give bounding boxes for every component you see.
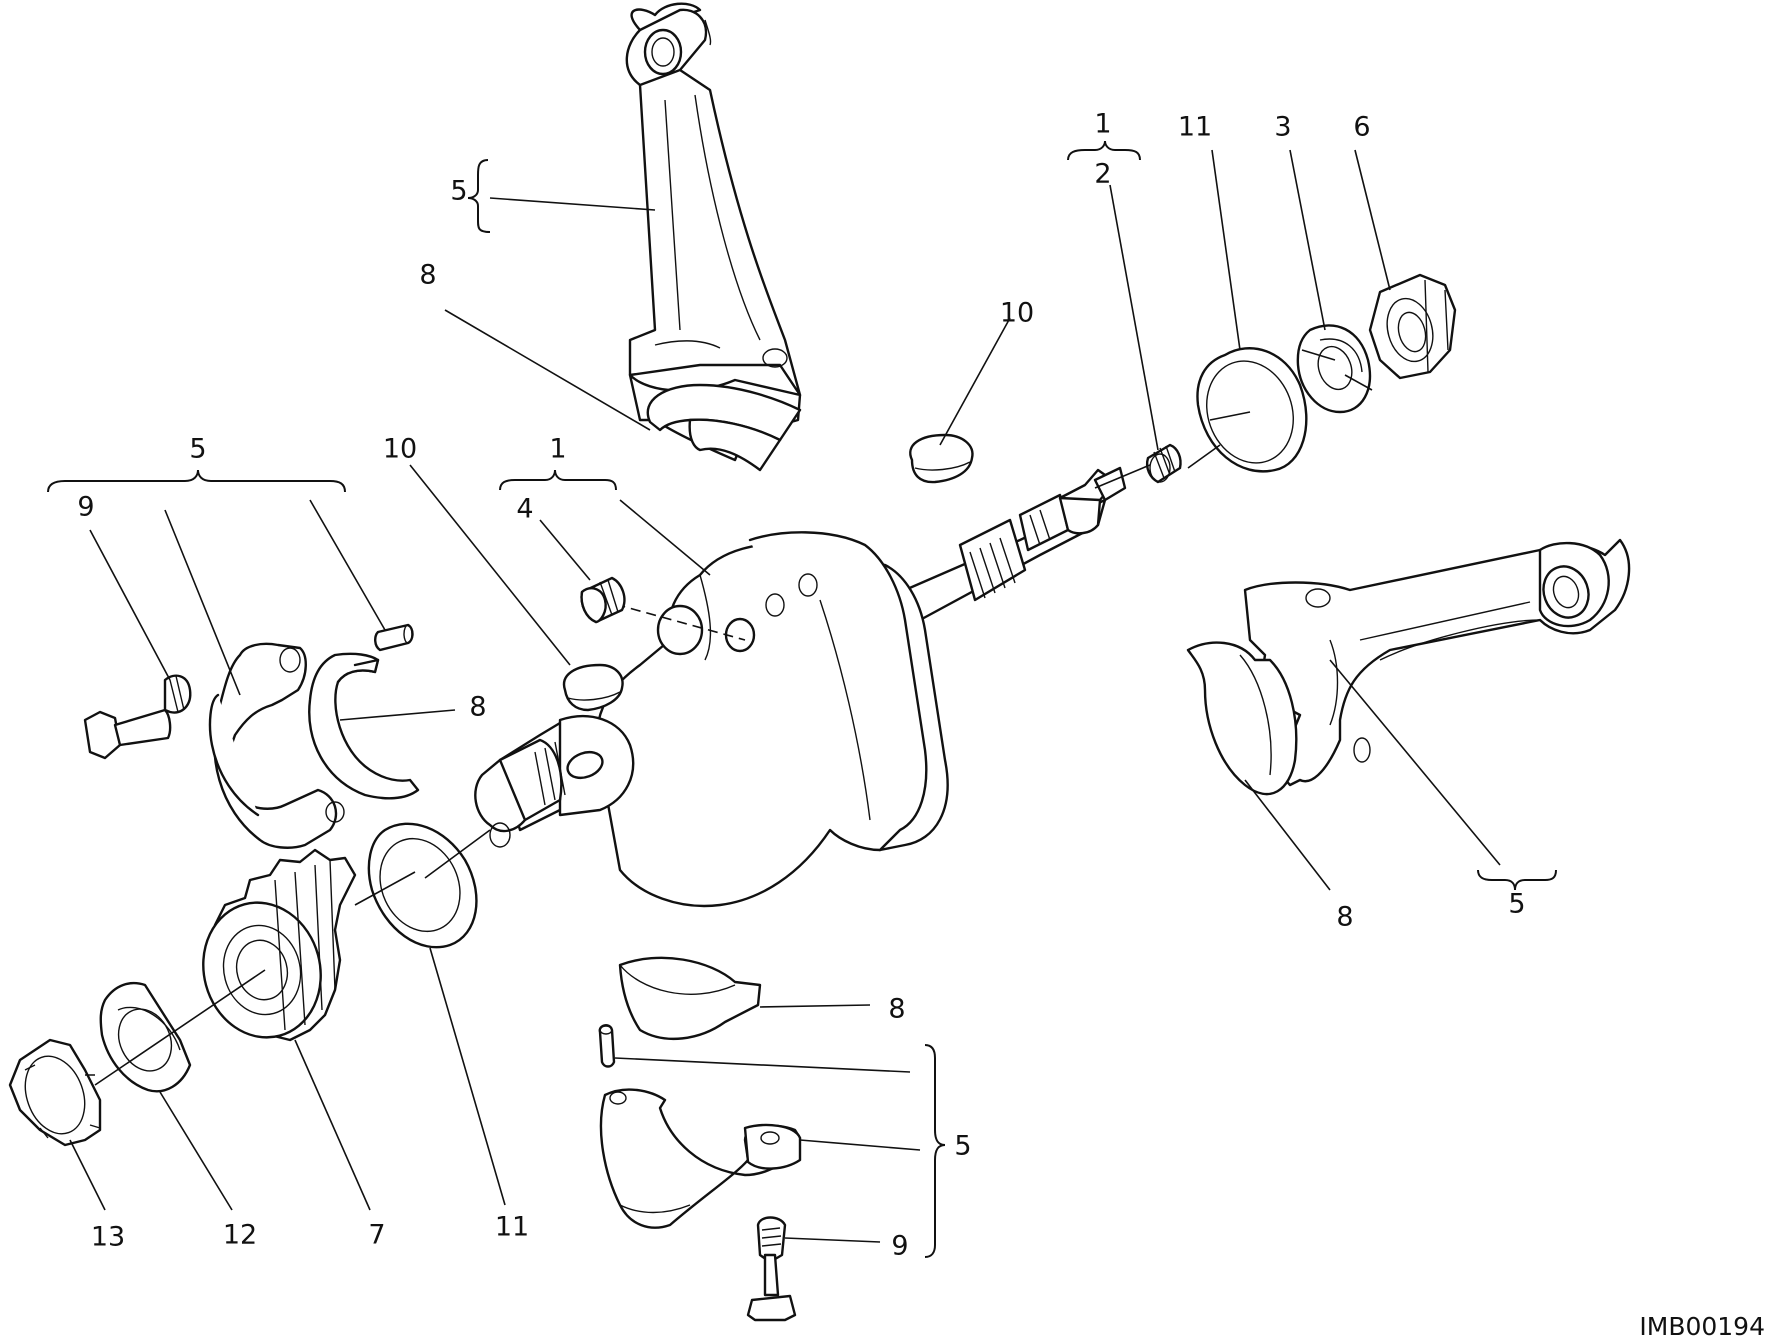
crankshaft [474,466,1127,908]
dowel-pin-left [374,623,414,652]
callout-5-left: 5 [189,434,206,465]
callout-8-right: 8 [1336,902,1353,933]
woodruff-key-top [909,433,974,484]
bearing-cap-bottom [599,1088,802,1229]
callout-11-bottom: 11 [495,1212,529,1243]
callout-5-right: 5 [1508,889,1525,920]
belleville-washer-top [1296,324,1372,414]
callout-8-bottom: 8 [888,994,905,1025]
bolt-9-left [83,674,192,760]
bearing-shell-top [646,383,802,472]
callout-13: 13 [91,1222,125,1253]
bearing-shell-right [1186,641,1298,796]
callout-6: 6 [1353,112,1370,143]
braces [47,140,1557,1258]
callout-10-left: 10 [383,434,417,465]
thrust-washer-bottom [367,822,478,949]
callout-5-top: 5 [450,176,467,207]
callout-4: 4 [516,494,533,525]
callout-5-bottom: 5 [954,1131,971,1162]
ring-nut-13 [8,1038,102,1147]
callout-1-center: 1 [549,434,566,465]
callout-8-left: 8 [469,692,486,723]
bolt-9-bottom [746,1216,797,1322]
timing-gear-7 [202,848,357,1042]
bearing-shell-bottom [618,956,762,1041]
callout-3: 3 [1274,112,1291,143]
dowel-pin-bottom [598,1024,616,1068]
callout-9-left: 9 [77,492,94,523]
callout-10-right: 10 [1000,298,1034,329]
thrust-washer-top [1196,347,1308,473]
callout-12: 12 [223,1220,257,1251]
figure-code: IMB00194 [1639,1312,1765,1341]
bearing-cap-left [208,642,345,849]
connecting-rod-right [1243,538,1631,787]
assembly-axis-gear [94,829,491,1086]
callout-8-top: 8 [419,260,436,291]
nut-top [1368,273,1457,380]
threaded-plug [1145,443,1182,484]
callout-2: 2 [1094,159,1111,190]
callout-11-top: 11 [1178,112,1212,143]
leader-lines [69,149,1501,1243]
woodruff-key-left [562,663,624,712]
callout-labels: 1 2 11 3 6 5 8 10 5 9 10 1 4 8 8 5 8 5 9… [77,109,1525,1262]
grub-screw-4 [580,576,626,624]
belleville-washer-12 [99,981,192,1093]
callout-7: 7 [368,1220,385,1251]
bearing-shell-left [308,652,420,800]
callout-9-bottom: 9 [891,1231,908,1262]
callout-1-top-right: 1 [1094,109,1111,140]
connecting-rod-top [625,2,802,462]
